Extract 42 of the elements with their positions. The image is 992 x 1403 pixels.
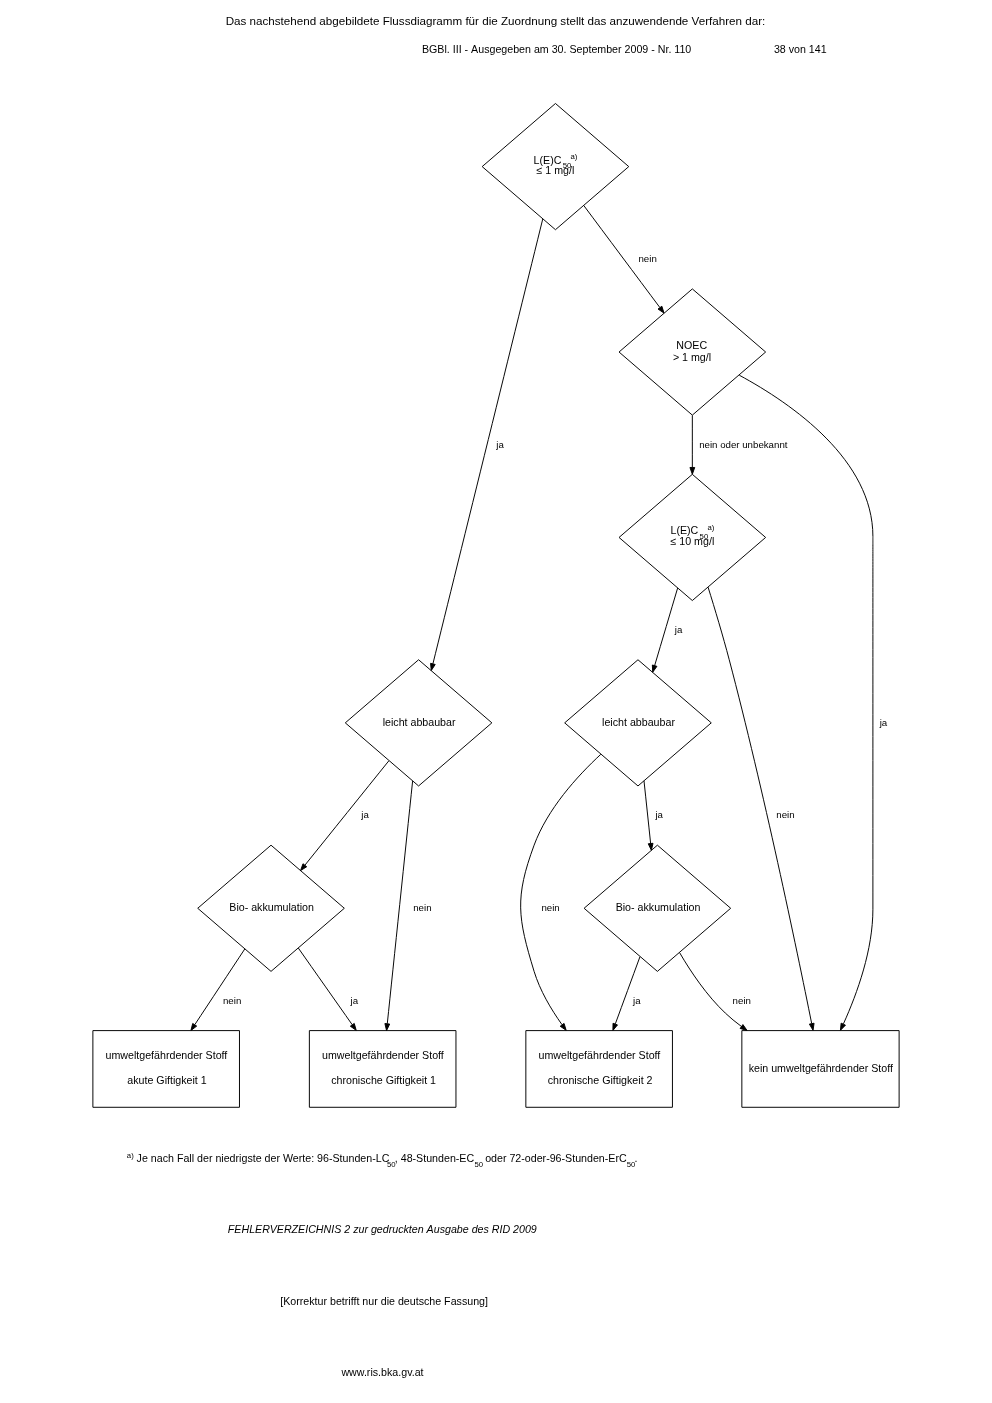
label: 38 von 141 <box>773 42 827 55</box>
label: $^{a)}$ Je nach Fall der niedrigste der Werte: 96-Stunden-LC$_{50}$, 48-Stunden-EC$_{50}$ oder 72-oder-96-Stunden-ErC$_{50}$. <box>126 1150 638 1169</box>
arrow <box>643 780 654 851</box>
node-box: kein umweltgefährdender Stoff <box>741 1030 900 1108</box>
node-box: umweltgefährdender Stoff akute Giftigkeit 1 <box>92 1030 240 1108</box>
edge-label: ja <box>674 624 683 636</box>
label: [Korrektur betrifft nur die deutsche Fassung] <box>280 1295 488 1308</box>
edge-label: nein oder unbekannt <box>699 438 788 450</box>
edge-label: nein <box>732 994 751 1006</box>
edge-label: ja <box>879 716 888 728</box>
arrow <box>583 205 665 314</box>
edge-label: nein <box>413 902 432 914</box>
arrow <box>430 218 544 671</box>
label: BGBl. III - Ausgegeben am 30. September 2009 - Nr. 110 <box>421 42 692 55</box>
edge-label: nein <box>776 809 795 821</box>
arrow <box>679 952 748 1031</box>
arrow <box>300 760 390 872</box>
node-diamond: leicht abbaubar <box>564 659 712 787</box>
label: www.ris.bka.gv.at <box>341 1366 424 1378</box>
arrow <box>520 753 602 1031</box>
arrow <box>738 374 874 1031</box>
arrow <box>190 948 246 1031</box>
arrow <box>689 414 696 475</box>
arrow <box>707 586 815 1031</box>
edge-label: nein <box>638 253 657 265</box>
label: FEHLERVERZEICHNIS 2 zur gedruckten Ausgabe des RID 2009 <box>227 1223 537 1236</box>
node-box: umweltgefährdender Stoff chronische Giftigkeit 2 <box>525 1030 673 1108</box>
node-diamond: NOEC > 1 mg/l <box>618 288 767 416</box>
edge-label: ja <box>361 809 369 821</box>
diagram-title: Das nachstehend abgebildete Flussdiagramm für die Zuordnung stellt das anzuwendende Verfahren dar: <box>225 14 766 28</box>
edge-label: ja <box>655 809 663 821</box>
edge-label: nein <box>222 994 242 1006</box>
node-box: umweltgefährdender Stoff chronische Giftigkeit 1 <box>308 1030 457 1108</box>
edge-label: nein <box>541 902 560 914</box>
edge-label: ja <box>350 994 359 1006</box>
arrow <box>384 780 414 1032</box>
arrow <box>612 956 641 1031</box>
arrow <box>297 947 357 1031</box>
edge-label: ja <box>633 994 641 1006</box>
edge-label: ja <box>496 438 504 450</box>
node-diamond: Bio- akkumulation <box>197 844 345 972</box>
arrow <box>651 587 679 673</box>
